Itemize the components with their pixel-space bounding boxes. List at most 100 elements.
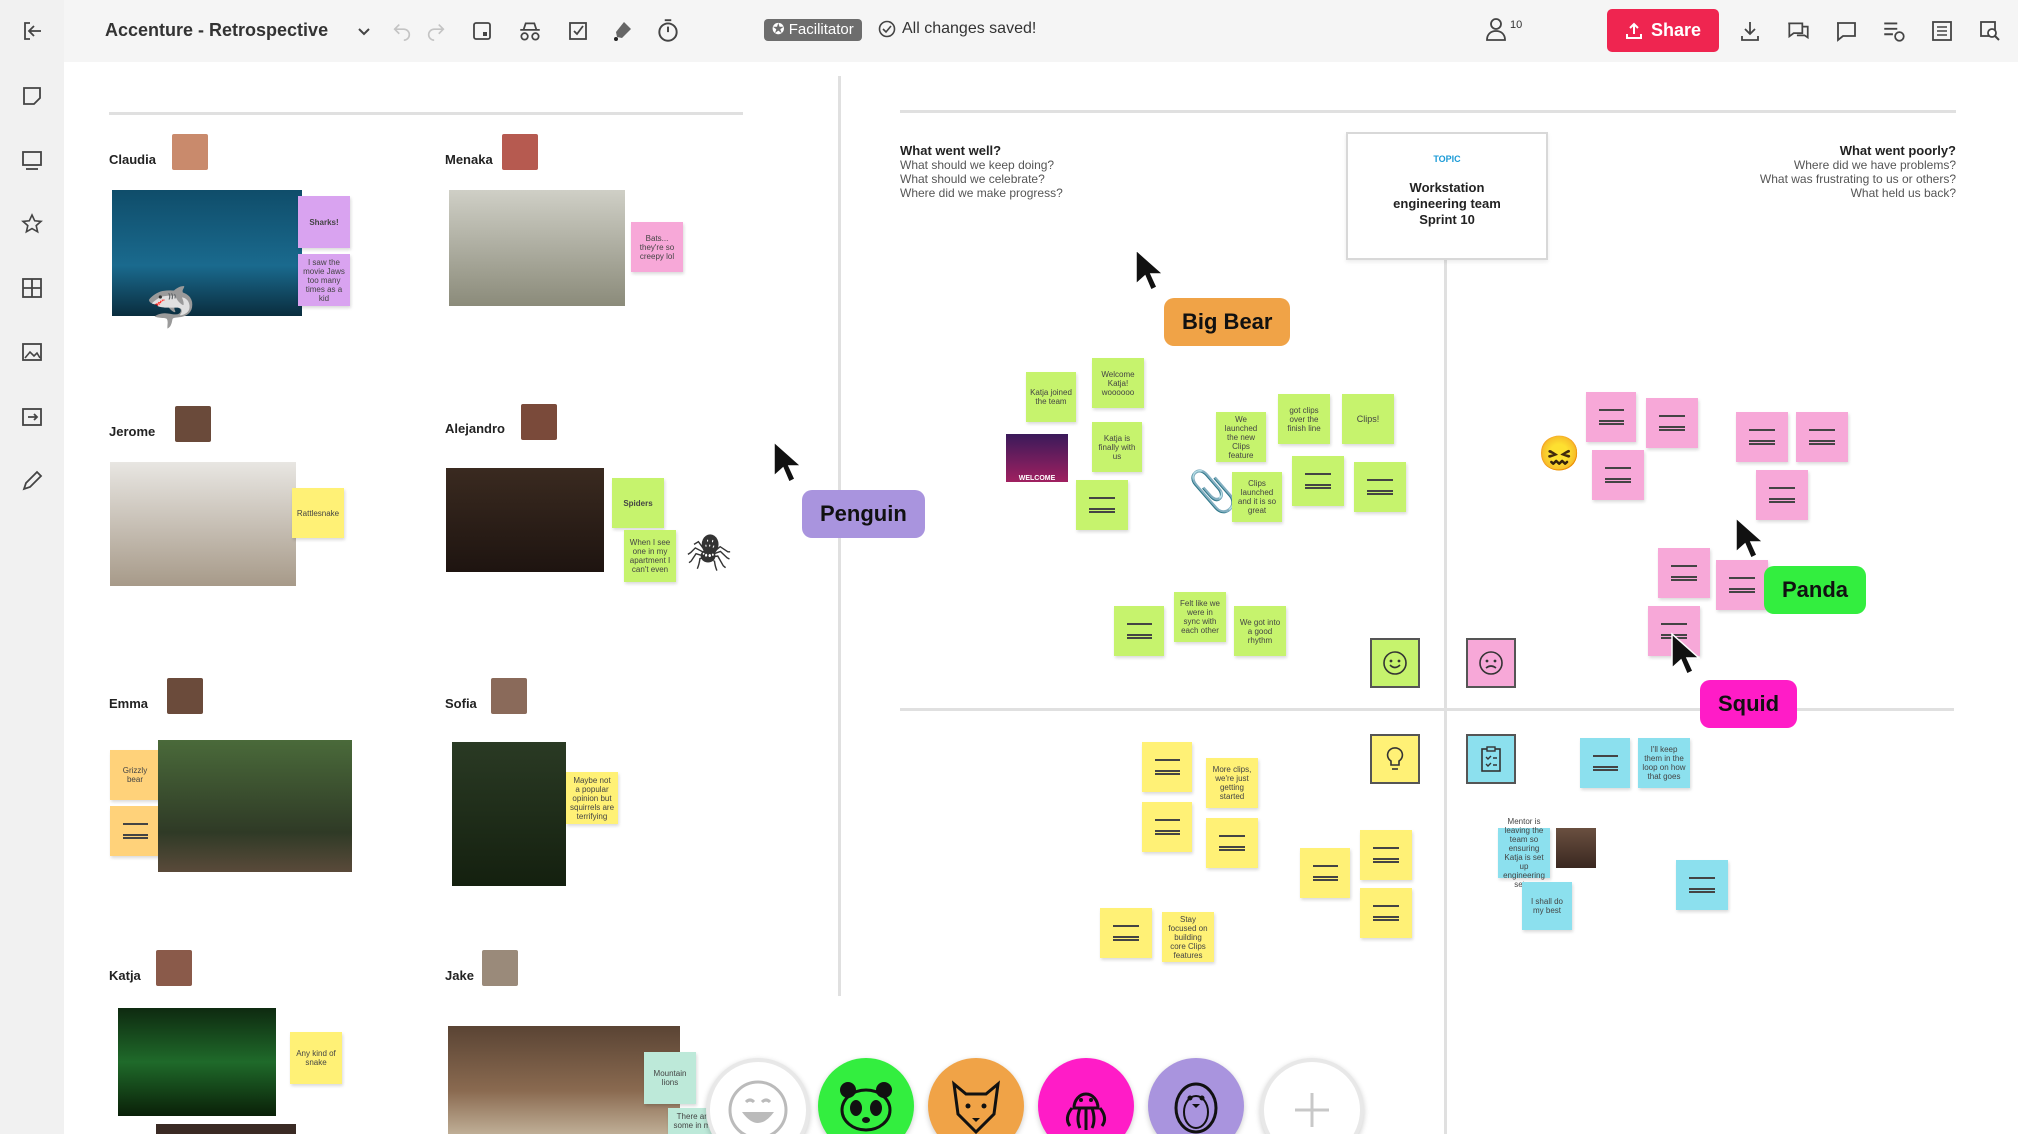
topic-card[interactable]: TOPIC Workstation engineering team Sprin… (1346, 132, 1548, 260)
sticky-note[interactable] (1114, 606, 1164, 656)
sticky-note[interactable] (1736, 412, 1788, 462)
sticky-note[interactable]: Bats... they're so creepy lol (631, 222, 683, 272)
comment-icon[interactable] (1830, 15, 1862, 47)
sticky-note[interactable]: Grizzly bear (110, 750, 160, 800)
sticky-note[interactable]: Sharks! (298, 196, 350, 248)
rattlesnake-photo[interactable] (110, 462, 296, 586)
incognito-icon[interactable] (514, 15, 546, 47)
sticky-note[interactable]: I'll keep them in the loop on how that g… (1638, 738, 1690, 788)
sticky-note[interactable]: Maybe not a popular opinion but squirrel… (566, 772, 618, 824)
sticky-note[interactable]: When I see one in my apartment I can't e… (624, 530, 676, 582)
mountain-lion-photo[interactable] (448, 1026, 680, 1134)
sticky-note[interactable]: Mountain lions (644, 1052, 696, 1104)
bat-photo[interactable] (449, 190, 625, 306)
plus-icon[interactable] (1260, 1058, 1364, 1134)
sticky-note[interactable] (1756, 470, 1808, 520)
bear-photo[interactable] (158, 740, 352, 872)
list-icon[interactable] (1926, 15, 1958, 47)
shark-sticker-icon[interactable]: 🦈 (146, 286, 196, 330)
sticky-note[interactable] (1292, 456, 1344, 506)
sticky-note[interactable] (1142, 802, 1192, 852)
sticky-note[interactable] (1142, 742, 1192, 792)
spider-photo[interactable] (446, 468, 604, 572)
facilitator-badge[interactable]: ✪ Facilitator (764, 19, 862, 41)
collaborators-button[interactable]: 10 (1484, 16, 1522, 42)
exit-icon[interactable] (16, 15, 48, 47)
activity-icon[interactable] (1878, 15, 1910, 47)
search-icon[interactable] (1974, 15, 2006, 47)
sticky-note[interactable] (1796, 412, 1848, 462)
sticky-note[interactable] (110, 806, 160, 856)
board-canvas[interactable]: Claudia Sharks! I saw the movie Jaws too… (64, 62, 2018, 1134)
sticky-note[interactable] (1206, 818, 1258, 868)
sticky-note[interactable] (1354, 462, 1406, 512)
sticky-note[interactable] (1586, 392, 1636, 442)
share-button[interactable]: Share (1607, 9, 1719, 52)
squid-icon[interactable] (1038, 1058, 1134, 1134)
welcome-gif[interactable]: WELCOME (1006, 434, 1068, 482)
clipboard-icon[interactable] (1466, 734, 1516, 784)
star-icon[interactable] (16, 208, 48, 240)
undo-icon[interactable] (386, 15, 418, 47)
penguin-icon[interactable] (1148, 1058, 1244, 1134)
sticky-note[interactable]: Clips! (1342, 394, 1394, 444)
vote-icon[interactable] (562, 15, 594, 47)
sticky-note[interactable]: I saw the movie Jaws too many times as a… (298, 254, 350, 306)
divider (900, 708, 1954, 711)
paperclip-sticker-icon[interactable]: 📎 (1188, 470, 1238, 514)
smile-icon[interactable] (706, 1058, 810, 1134)
sticky-note[interactable] (1716, 560, 1768, 610)
sticky-note[interactable] (1580, 738, 1630, 788)
photo[interactable] (1556, 828, 1596, 868)
sticky-note[interactable] (1100, 908, 1152, 958)
pen-icon[interactable] (16, 465, 48, 497)
sticky-note[interactable]: Welcome Katja! woooooo (1092, 358, 1144, 408)
sticky-note[interactable]: Rattlesnake (292, 488, 344, 538)
highlighter-icon[interactable] (606, 15, 638, 47)
sticky-note[interactable]: More clips, we're just getting started (1206, 758, 1258, 808)
sticky-note[interactable] (1646, 398, 1698, 448)
sticky-note[interactable] (1592, 450, 1644, 500)
sticky-note[interactable]: Felt like we were in sync with each othe… (1174, 592, 1226, 642)
sticky-note[interactable]: Stay focused on building core Clips feat… (1162, 912, 1214, 962)
sticky-note[interactable]: Mentor is leaving the team so ensuring K… (1498, 817, 1550, 889)
sticky-note[interactable] (1676, 860, 1728, 910)
templates-icon[interactable] (16, 144, 48, 176)
board-title[interactable]: Accenture - Retrospective (105, 20, 329, 40)
sticky-note[interactable]: I shall do my best (1522, 882, 1572, 930)
sticky-note[interactable] (1360, 888, 1412, 938)
sticky-note[interactable] (1300, 848, 1350, 898)
timer-icon[interactable] (652, 15, 684, 47)
sticky-note-icon[interactable] (16, 80, 48, 112)
sticky-note[interactable]: Any kind of snake (290, 1032, 342, 1084)
sticky-note[interactable] (1658, 548, 1710, 598)
panda-icon[interactable] (818, 1058, 914, 1134)
image-icon[interactable] (16, 336, 48, 368)
redo-icon[interactable] (420, 15, 452, 47)
lightbulb-icon[interactable] (1370, 734, 1420, 784)
sticky-note[interactable]: Clips launched and it is so great (1232, 472, 1282, 522)
import-icon[interactable] (16, 401, 48, 433)
download-icon[interactable] (1734, 15, 1766, 47)
scared-sticker-icon[interactable]: 🕷 (686, 532, 732, 573)
grid-icon[interactable] (16, 272, 48, 304)
frown-icon[interactable] (1466, 638, 1516, 688)
frame-icon[interactable] (466, 15, 498, 47)
shark-photo[interactable] (112, 190, 302, 316)
sticky-note[interactable]: We got into a good rhythm (1234, 606, 1286, 656)
chat-icon[interactable] (1782, 15, 1814, 47)
chevron-down-icon[interactable] (348, 15, 380, 47)
snake-photo[interactable] (118, 1008, 276, 1116)
sticky-note[interactable] (1076, 480, 1128, 530)
squirrel-photo[interactable] (452, 742, 566, 886)
smile-icon[interactable] (1370, 638, 1420, 688)
sticky-note[interactable]: We launched the new Clips feature (1216, 412, 1266, 462)
photo[interactable] (156, 1124, 296, 1134)
sad-sticker-icon[interactable]: 😖 (1538, 435, 1581, 473)
sticky-note[interactable]: Spiders (612, 478, 664, 528)
sticky-note[interactable]: Katja is finally with us (1092, 422, 1142, 472)
bear-icon[interactable] (928, 1058, 1024, 1134)
sticky-note[interactable]: Katja joined the team (1026, 372, 1076, 422)
sticky-note[interactable]: got clips over the finish line (1278, 394, 1330, 444)
sticky-note[interactable] (1360, 830, 1412, 880)
